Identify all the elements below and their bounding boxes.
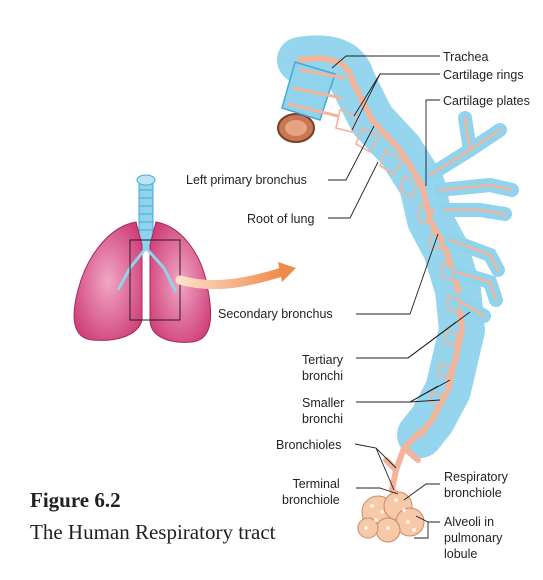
leader-lines	[328, 55, 471, 539]
bronchial-tree	[277, 35, 519, 543]
label-smaller-line2: bronchi	[302, 412, 343, 426]
label-smaller-bronchi: Smaller bronchi	[302, 395, 344, 427]
label-trachea: Trachea	[443, 50, 489, 64]
label-secondary-bronchus: Secondary bronchus	[218, 307, 333, 321]
label-cartilage-plates: Cartilage plates	[443, 94, 530, 108]
label-terminal-bronchiole: Terminal bronchiole	[282, 476, 340, 508]
label-bronchioles: Bronchioles	[276, 438, 342, 452]
label-respiratory-line2: bronchiole	[444, 486, 502, 500]
label-smaller-line1: Smaller	[302, 396, 345, 410]
label-respiratory-bronchiole: Respiratory bronchiole	[444, 469, 508, 501]
label-terminal-line1: Terminal	[292, 477, 340, 491]
label-alveoli-line2: pulmonary	[444, 531, 503, 545]
label-alveoli-line1: Alveoli in	[444, 515, 495, 529]
label-tertiary-bronchi: Tertiary bronchi	[302, 352, 343, 384]
label-alveoli-line3: lobule	[444, 547, 478, 561]
figure-title: Figure 6.2	[30, 488, 121, 512]
label-cartilage-rings: Cartilage rings	[443, 68, 524, 82]
label-root-of-lung: Root of lung	[247, 212, 315, 226]
label-tertiary-line1: Tertiary	[302, 353, 343, 367]
label-left-primary-bronchus: Left primary bronchus	[186, 173, 307, 187]
label-alveoli: Alveoli in pulmonary lobule	[444, 514, 502, 562]
lungs-illustration	[73, 174, 296, 343]
figure-subtitle: The Human Respiratory tract	[30, 520, 276, 544]
label-tertiary-line2: bronchi	[302, 369, 343, 383]
label-respiratory-line1: Respiratory	[444, 470, 508, 484]
label-terminal-line2: bronchiole	[282, 493, 340, 507]
